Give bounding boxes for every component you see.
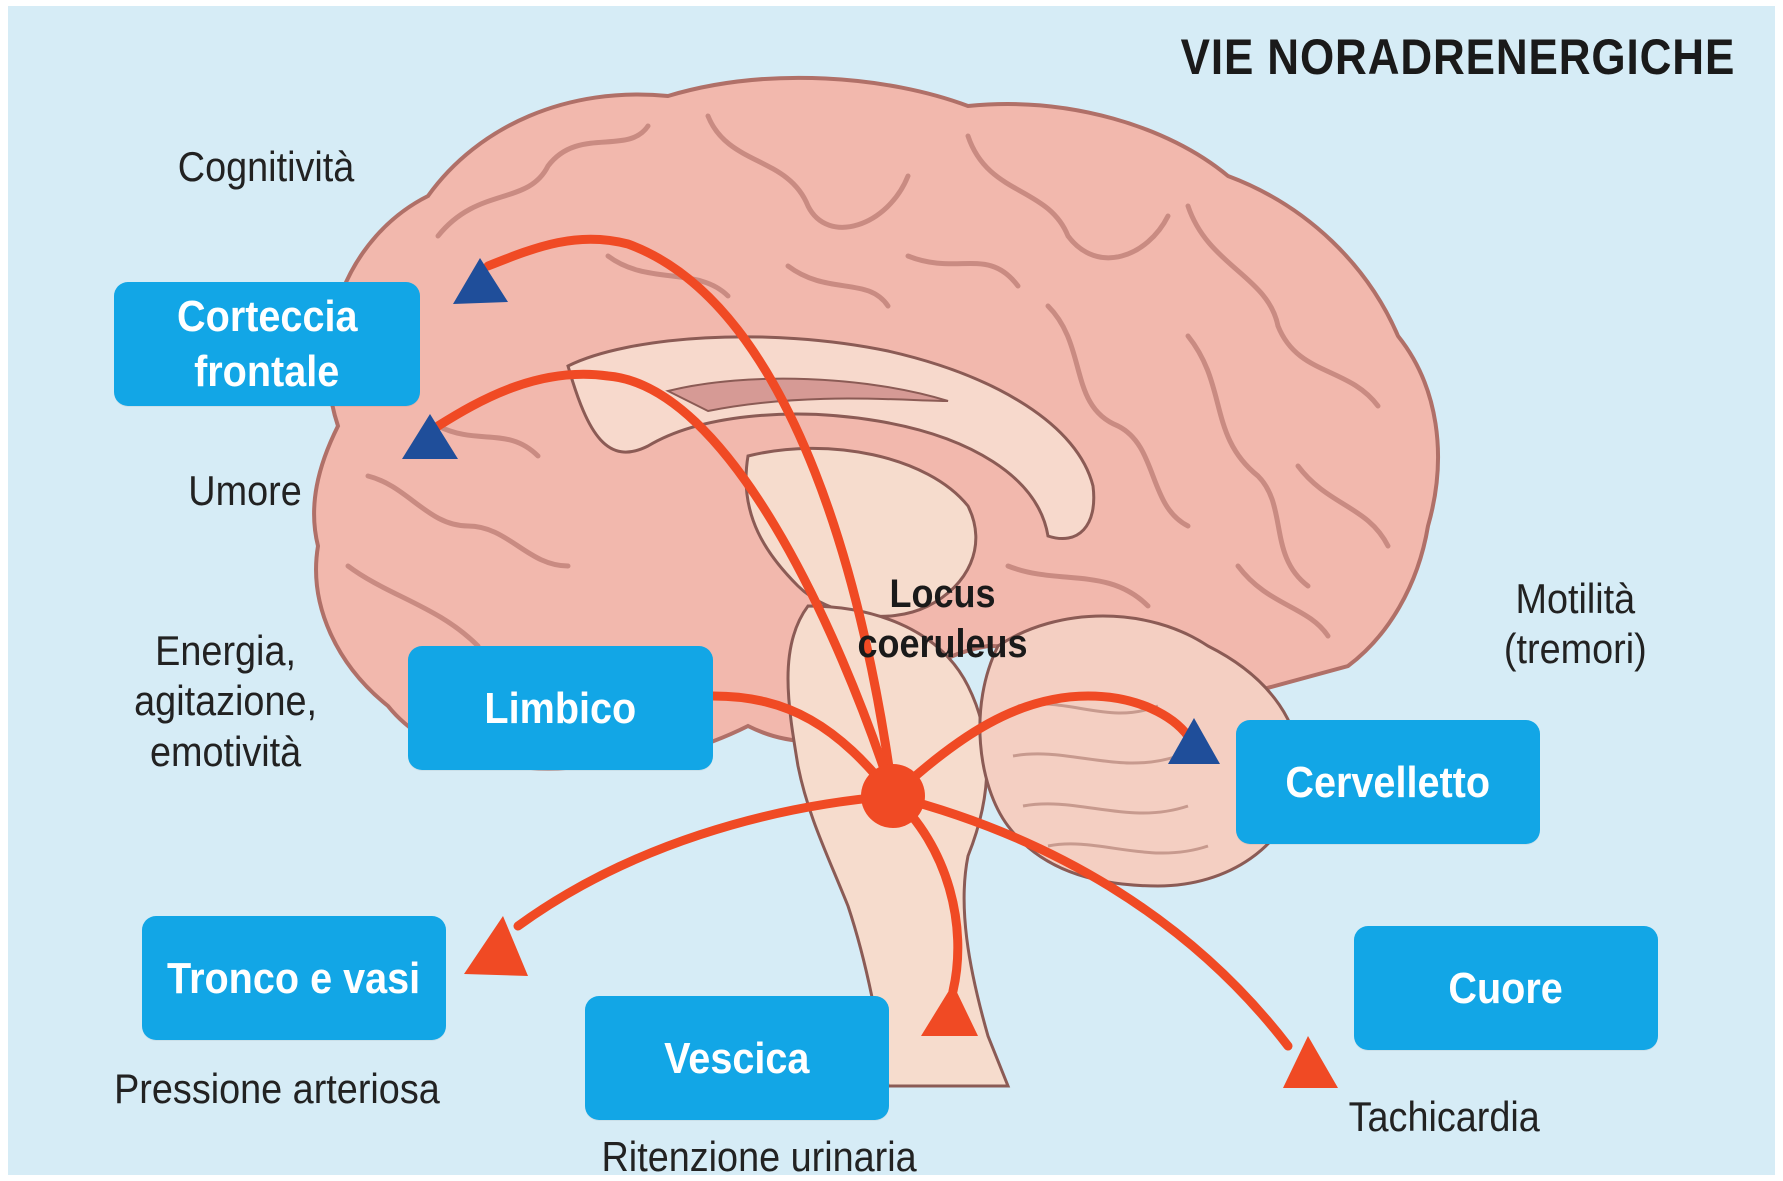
label-motilita-line1: Motilità bbox=[1504, 574, 1647, 624]
locus-label-line1: Locus bbox=[857, 569, 1027, 619]
label-cognitivita: Cognitività bbox=[178, 142, 354, 192]
label-motilita-line2: (tremori) bbox=[1504, 624, 1647, 674]
locus-coeruleus-dot bbox=[861, 764, 925, 828]
label-energia-line3: emotività bbox=[134, 727, 317, 777]
box-tronco-label: Tronco e vasi bbox=[167, 951, 420, 1006]
box-cervelletto: Cervelletto bbox=[1236, 720, 1540, 844]
locus-coeruleus-label: Locus coeruleus bbox=[857, 569, 1027, 669]
label-umore: Umore bbox=[188, 466, 301, 516]
label-energia-line2: agitazione, bbox=[134, 676, 317, 726]
box-cuore-label: Cuore bbox=[1449, 961, 1563, 1016]
box-corteccia-line2: frontale bbox=[194, 344, 339, 399]
box-tronco-e-vasi: Tronco e vasi bbox=[142, 916, 446, 1040]
box-vescica-label: Vescica bbox=[664, 1031, 809, 1086]
locus-label-line2: coeruleus bbox=[857, 619, 1027, 669]
box-cervelletto-label: Cervelletto bbox=[1286, 755, 1491, 810]
label-tachicardia: Tachicardia bbox=[1349, 1092, 1540, 1142]
label-energia-line1: Energia, bbox=[134, 626, 317, 676]
box-corteccia-frontale: Corteccia frontale bbox=[114, 282, 420, 406]
box-limbico: Limbico bbox=[408, 646, 713, 770]
label-pressione-arteriosa: Pressione arteriosa bbox=[114, 1064, 440, 1114]
box-vescica: Vescica bbox=[585, 996, 889, 1120]
box-corteccia-line1: Corteccia bbox=[177, 289, 357, 344]
label-motilita: Motilità (tremori) bbox=[1504, 574, 1647, 675]
label-energia: Energia, agitazione, emotività bbox=[134, 626, 317, 777]
diagram-canvas: VIE NORADRENERGICHE Locus coeruleus Cort… bbox=[8, 6, 1775, 1175]
box-cuore: Cuore bbox=[1354, 926, 1658, 1050]
diagram-title: VIE NORADRENERGICHE bbox=[1180, 28, 1735, 86]
label-ritenzione-urinaria: Ritenzione urinaria bbox=[602, 1132, 917, 1175]
box-limbico-label: Limbico bbox=[485, 681, 637, 736]
